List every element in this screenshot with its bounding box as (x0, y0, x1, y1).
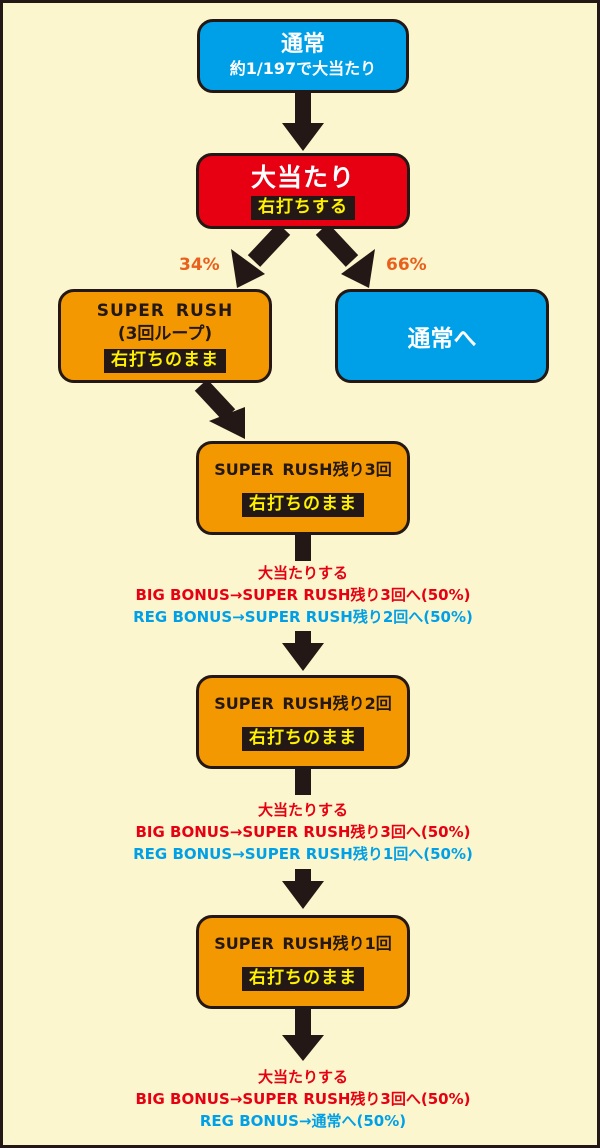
stage1-note-big: BIG BONUS→SUPER RUSH残り3回へ(50%) (135, 1090, 471, 1108)
right-branch-percent: 66% (386, 255, 427, 275)
flow-arrows (194, 91, 375, 1061)
stage1-title: SUPER RUSH残り1回 (214, 934, 392, 953)
normal-title: 通常 (280, 32, 325, 57)
stage3-note-big: BIG BONUS→SUPER RUSH残り3回へ(50%) (135, 586, 471, 604)
normal-subtitle: 約1/197で大当たり (229, 59, 377, 78)
stage1-tag: 右打ちのまま (242, 967, 364, 991)
stage3-note: 大当たりする BIG BONUS→SUPER RUSH残り3回へ(50%) RE… (3, 562, 597, 628)
stage3-note-reg: REG BONUS→SUPER RUSH残り2回へ(50%) (133, 608, 473, 626)
stage2-note-head: 大当たりする (257, 801, 348, 819)
stage1-note: 大当たりする BIG BONUS→SUPER RUSH残り3回へ(50%) RE… (3, 1066, 597, 1132)
stage1-note-head: 大当たりする (257, 1068, 348, 1086)
stage2-box: SUPER RUSH残り2回 右打ちのまま (196, 675, 410, 769)
jackpot-title: 大当たり (250, 162, 355, 192)
jackpot-box: 大当たり 右打ちする (196, 153, 410, 229)
arrow-jackpot-to-normal (315, 223, 375, 288)
stage2-note: 大当たりする BIG BONUS→SUPER RUSH残り3回へ(50%) RE… (3, 799, 597, 865)
super-rush-box: SUPER RUSH (3回ループ) 右打ちのまま (58, 289, 272, 383)
arrow-super-rush-to-stage3 (194, 379, 245, 439)
super-rush-line2: (3回ループ) (117, 323, 213, 344)
super-rush-tag: 右打ちのまま (104, 348, 226, 373)
stage1-note-reg: REG BONUS→通常へ(50%) (199, 1112, 407, 1130)
arrow-jackpot-to-super-rush (231, 223, 291, 288)
stage3-tag: 右打ちのまま (242, 493, 364, 517)
to-normal-title: 通常へ (407, 326, 477, 352)
arrow-normal-to-jackpot (282, 91, 324, 151)
stage3-box: SUPER RUSH残り3回 右打ちのまま (196, 441, 410, 535)
left-branch-percent: 34% (179, 255, 220, 275)
stage2-note-big: BIG BONUS→SUPER RUSH残り3回へ(50%) (135, 823, 471, 841)
stage2-title: SUPER RUSH残り2回 (214, 694, 392, 713)
stage1-box: SUPER RUSH残り1回 右打ちのまま (196, 915, 410, 1009)
arrow-stage1-to-note (282, 1009, 324, 1061)
stage3-note-head: 大当たりする (257, 564, 348, 582)
arrow-stage2-to-stage1 (282, 769, 324, 909)
normal-state-box: 通常 約1/197で大当たり (197, 19, 409, 93)
arrow-stage3-to-stage2 (282, 535, 324, 671)
stage2-tag: 右打ちのまま (242, 727, 364, 751)
stage2-note-reg: REG BONUS→SUPER RUSH残り1回へ(50%) (133, 845, 473, 863)
stage3-title: SUPER RUSH残り3回 (214, 460, 392, 479)
to-normal-box: 通常へ (335, 289, 549, 383)
jackpot-tag: 右打ちする (251, 195, 355, 220)
super-rush-line1: SUPER RUSH (96, 300, 234, 321)
